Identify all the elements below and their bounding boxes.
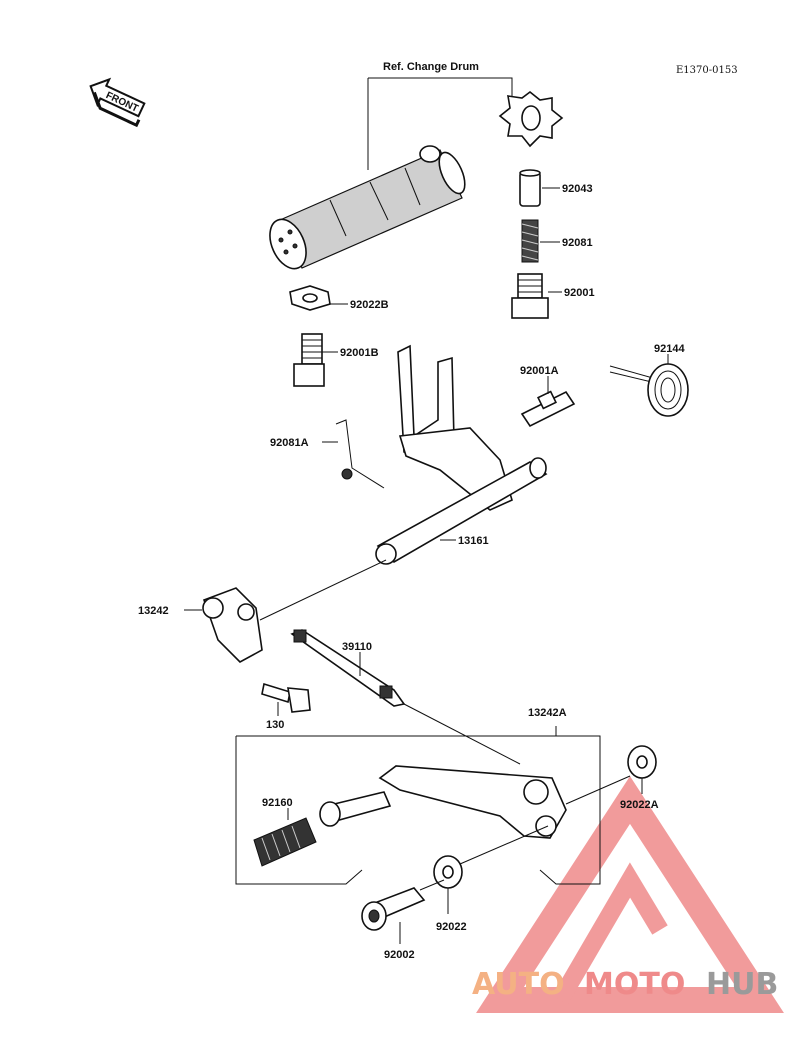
label-92001: 92001: [564, 287, 595, 299]
joint-13242: [202, 587, 263, 663]
change-drum: [269, 145, 466, 270]
diagram-code: E1370-0153: [676, 65, 738, 76]
spring-92144: [609, 363, 689, 417]
watermark-word-auto: AUTO: [472, 967, 565, 1002]
bracket-13242A: [235, 726, 601, 885]
tie-rod-39110: [290, 629, 406, 707]
label-130: 130: [266, 719, 284, 731]
washer-92022: [433, 855, 463, 889]
label-92001A: 92001A: [520, 365, 559, 377]
label-92022: 92022: [436, 921, 467, 933]
pin-92043: [519, 169, 541, 207]
rubber-92160: [253, 817, 317, 867]
spring-92081A: [335, 419, 385, 489]
bolt-92002: [361, 879, 445, 931]
label-92022A: 92022A: [620, 799, 659, 811]
label-13242A: 13242A: [528, 707, 567, 719]
bolt-130: [261, 682, 311, 713]
ref-bracket: [367, 77, 513, 170]
shift-pedal: [319, 765, 567, 839]
watermark-word-hub: HUB: [706, 967, 778, 1002]
label-92081A: 92081A: [270, 437, 309, 449]
watermark-wordmark: AUTO MOTO HUB: [472, 967, 778, 1002]
plug-bolt-92001: [511, 273, 549, 319]
front-arrow-icon: FRONT: [89, 77, 146, 128]
watermark-word-moto: MOTO: [584, 967, 685, 1002]
label-92144: 92144: [654, 343, 685, 355]
label-92002: 92002: [384, 949, 415, 961]
label-92081: 92081: [562, 237, 593, 249]
bolt-92001B: [293, 333, 325, 387]
star-plate-hole: [521, 105, 541, 131]
label-92022B: 92022B: [350, 299, 389, 311]
label-39110: 39110: [342, 641, 372, 653]
ref-change-drum-label: Ref. Change Drum: [383, 61, 479, 73]
spring-92081: [521, 219, 539, 263]
label-92043: 92043: [562, 183, 593, 195]
label-92160: 92160: [262, 797, 293, 809]
stud-92001A: [520, 390, 576, 428]
shift-shaft-13161: [375, 457, 548, 565]
washer-92022A: [627, 745, 657, 779]
watermark-logo: [476, 776, 784, 1013]
label-92001B: 92001B: [340, 347, 379, 359]
label-13161: 13161: [458, 535, 489, 547]
label-13242: 13242: [138, 605, 169, 617]
